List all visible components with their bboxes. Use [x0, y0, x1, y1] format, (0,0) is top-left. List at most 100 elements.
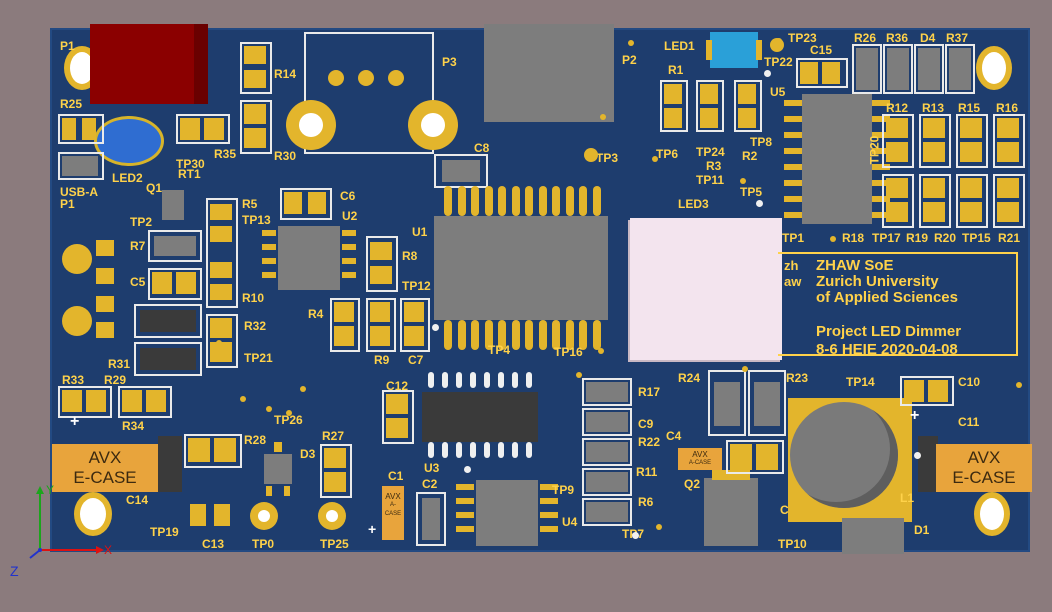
label-r15: R15	[958, 101, 981, 115]
footprint-outline	[883, 44, 913, 94]
u5-pin	[872, 212, 890, 218]
avx-text: AVX	[385, 492, 401, 501]
q-footprint	[134, 342, 202, 376]
u3-pin	[526, 442, 532, 458]
pad	[210, 262, 232, 278]
u1-pin	[457, 320, 466, 350]
label-tp19: TP19	[150, 525, 179, 539]
pad	[122, 390, 142, 412]
label-r23: R23	[786, 371, 809, 385]
red-component-top	[90, 24, 208, 104]
pad	[386, 418, 408, 438]
via	[652, 156, 658, 162]
q-body	[140, 348, 196, 370]
label-c5: C5	[130, 275, 146, 289]
r32-footprint	[206, 314, 238, 368]
c5-footprint	[148, 268, 202, 300]
mounting-hole	[982, 52, 1006, 84]
label-tp13: TP13	[242, 213, 271, 227]
label-p2: P2	[622, 53, 637, 67]
usb-mount	[62, 244, 92, 274]
avx-text: E-CASE	[73, 468, 137, 487]
u1-pin	[538, 186, 547, 216]
pad	[210, 342, 232, 362]
via	[286, 410, 292, 416]
pad	[62, 118, 76, 140]
footprint-outline	[914, 44, 944, 94]
pad	[244, 128, 266, 148]
usb-mount	[62, 306, 92, 336]
label-r22: R22	[638, 435, 661, 449]
label-c12: C12	[386, 379, 409, 393]
u1-pin	[579, 186, 587, 216]
label-r4: R4	[308, 307, 324, 321]
mounting-hole	[80, 498, 106, 530]
u1-pin	[471, 186, 479, 216]
via	[266, 406, 272, 412]
u1-pin	[511, 186, 520, 216]
label-u4: U4	[562, 515, 578, 529]
pad	[960, 118, 982, 138]
u3-pin	[470, 442, 476, 458]
r33-footprint	[58, 386, 112, 418]
u4-body	[476, 480, 538, 546]
u1-pin	[538, 320, 547, 350]
resistor-body	[586, 472, 628, 492]
mounting-hole	[980, 498, 1004, 530]
c15-footprint	[796, 58, 848, 88]
r4-footprint	[330, 298, 360, 352]
c2-footprint	[416, 492, 446, 546]
usb-body	[62, 156, 98, 176]
label-c10: C10	[958, 375, 981, 389]
pad	[706, 40, 712, 60]
footprint-outline	[919, 114, 951, 168]
label-tp30: TP30	[176, 157, 205, 171]
pad	[456, 484, 474, 490]
label-r30: R30	[274, 149, 297, 163]
led2-dome	[94, 116, 164, 166]
pad	[176, 272, 196, 294]
u3-pin	[526, 372, 532, 388]
label-r12: R12	[886, 101, 909, 115]
r23-footprint	[748, 370, 786, 436]
resistor-body	[586, 382, 628, 402]
resistor-body	[856, 48, 878, 90]
footprint-outline	[945, 44, 975, 94]
pad	[923, 178, 945, 198]
u1-pin	[457, 186, 466, 216]
label-r16: R16	[996, 101, 1019, 115]
label-p1: P1	[60, 39, 75, 53]
label-u3: U3	[424, 461, 440, 475]
label-tp11: TP11	[696, 173, 725, 187]
via	[628, 40, 634, 46]
label-r36: R36	[886, 31, 909, 45]
pad	[960, 142, 982, 162]
u1-body	[434, 216, 608, 320]
label-r29: R29	[104, 373, 127, 387]
via	[632, 532, 639, 539]
footprint-outline	[582, 408, 632, 436]
pad	[404, 326, 424, 346]
label-r19: R19	[906, 231, 929, 245]
footprint-outline	[956, 114, 988, 168]
via	[830, 236, 836, 242]
p3-mount-hole	[299, 113, 323, 137]
d1-body	[842, 518, 904, 554]
p3-pin	[328, 70, 344, 86]
u1-pins-top	[444, 186, 604, 216]
pad	[188, 438, 210, 462]
u3-pin	[442, 372, 448, 388]
pad	[86, 390, 106, 412]
pad	[370, 326, 390, 346]
via	[216, 340, 222, 346]
label-led2: LED2	[112, 171, 143, 185]
label-r1: R1	[668, 63, 684, 77]
u1-pin	[565, 320, 574, 350]
label-c14-plus: +	[70, 413, 80, 430]
u5-pin	[784, 180, 802, 186]
u5-pin	[784, 148, 802, 154]
logo-box	[778, 252, 1018, 356]
label-r25: R25	[60, 97, 83, 111]
via	[776, 38, 782, 44]
label-c1-plus: +	[368, 521, 377, 537]
